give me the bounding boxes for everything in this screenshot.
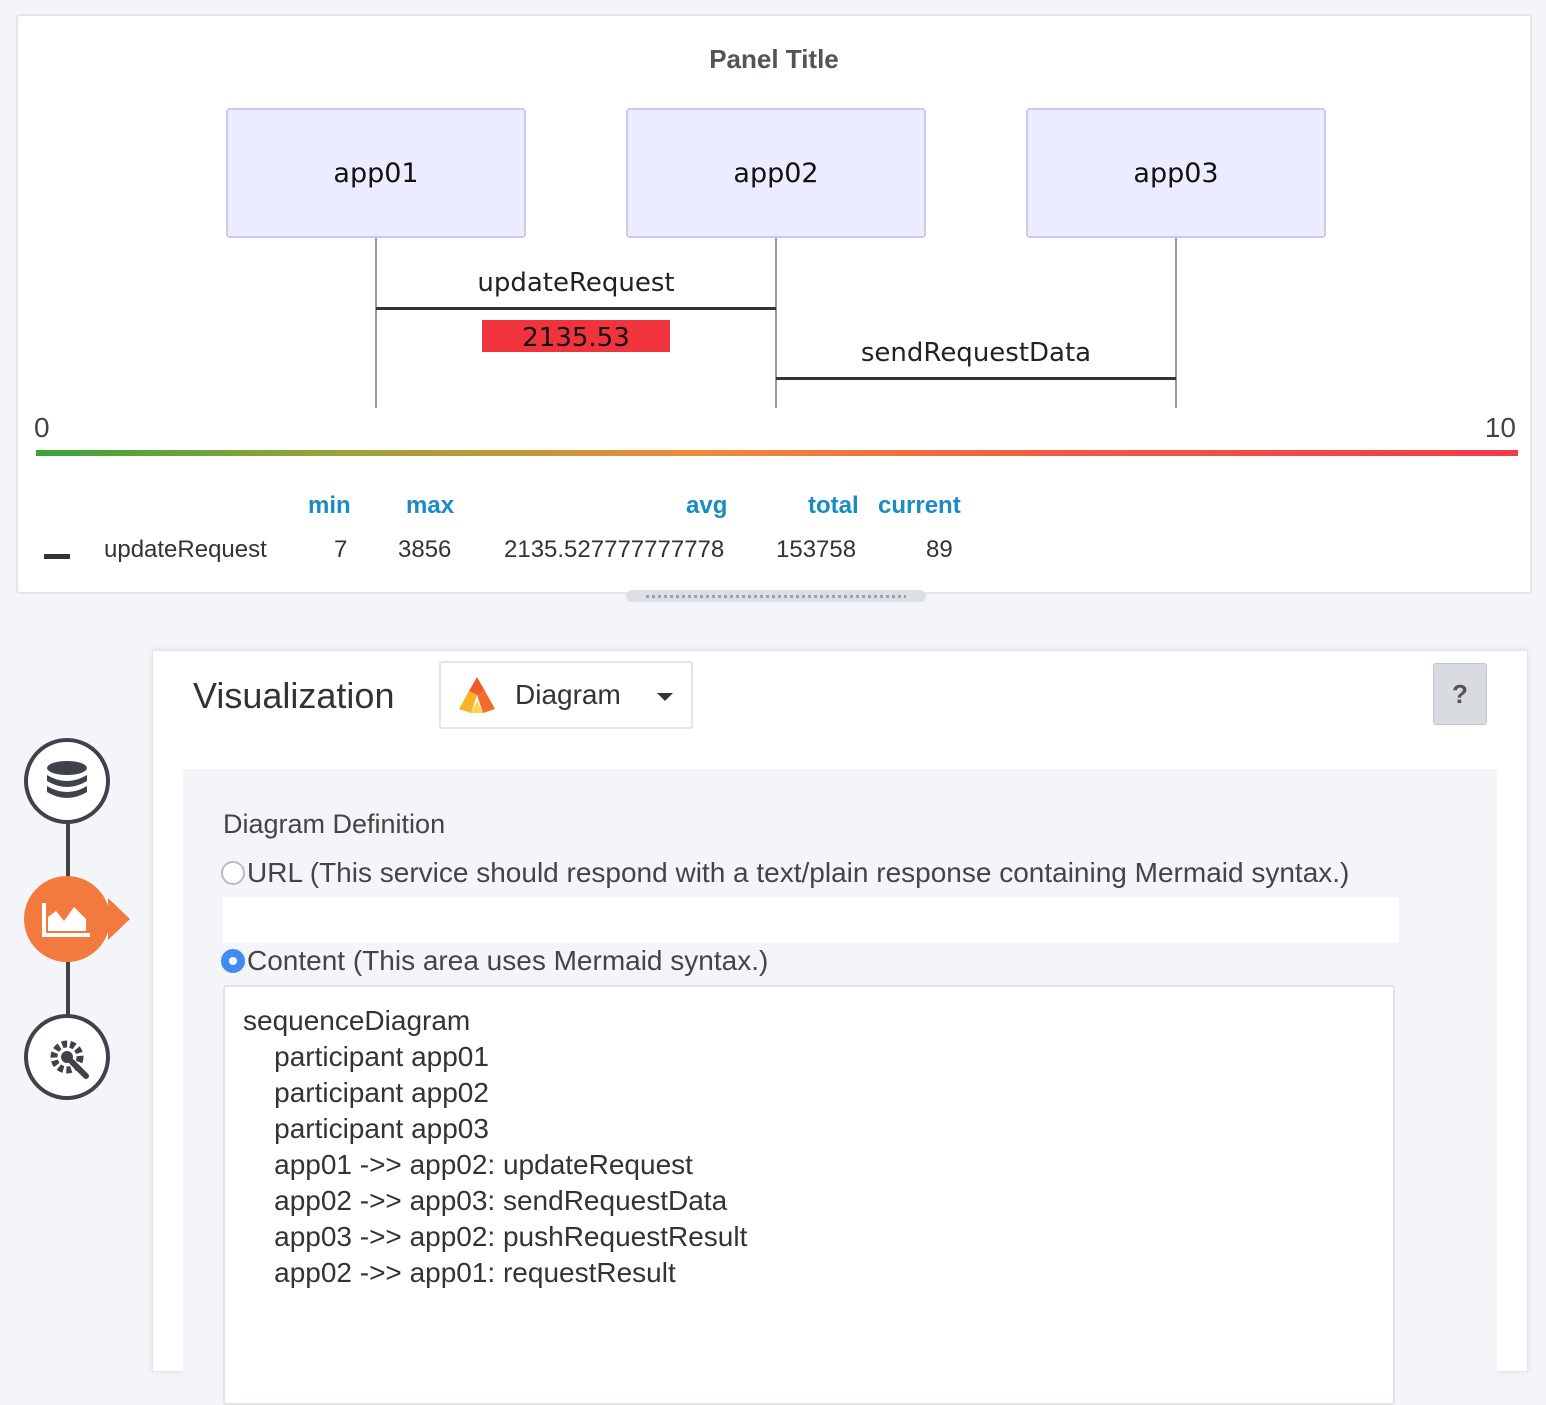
message-arrow-update-request	[376, 307, 776, 310]
legend-series-name[interactable]: updateRequest	[104, 536, 267, 563]
legend-header-current[interactable]: current	[878, 492, 961, 519]
message-label-update-request: updateRequest	[477, 268, 675, 298]
nav-step-general[interactable]	[24, 1014, 110, 1100]
chart-area-icon	[42, 903, 90, 937]
url-radio[interactable]	[221, 861, 245, 885]
legend-header-max[interactable]: max	[406, 492, 455, 519]
lifeline-app01	[375, 238, 377, 408]
panel: Panel Title app01 app02 app03 updateRequ…	[16, 14, 1532, 594]
content-option[interactable]: Content (This area uses Mermaid syntax.)	[221, 945, 768, 977]
diagram-definition-label: Diagram Definition	[223, 809, 446, 839]
scale-max-label: 10	[1484, 412, 1516, 443]
help-button[interactable]: ?	[1433, 663, 1487, 725]
visualization-editor: Visualization Diagram ? Diagram Definiti…	[152, 650, 1528, 1405]
editor-title: Visualization	[193, 675, 395, 716]
url-option-label: URL (This service should respond with a …	[247, 857, 1350, 888]
active-step-pointer	[108, 898, 130, 940]
legend-value-current: 89	[926, 536, 953, 563]
legend-header-avg[interactable]: avg	[686, 492, 728, 519]
legend-header-total[interactable]: total	[808, 492, 859, 519]
participant-app01: app01	[226, 108, 526, 238]
chevron-down-icon	[657, 693, 673, 701]
diagram-plugin-icon	[459, 677, 495, 713]
message-label-send-request-data: sendRequestData	[860, 338, 1092, 368]
nav-connector-2	[66, 962, 70, 1018]
metric-value-box: 2135.53	[482, 320, 670, 353]
url-input[interactable]	[223, 897, 1399, 943]
legend-value-avg: 2135.527777777778	[504, 536, 725, 563]
content-option-label: Content (This area uses Mermaid syntax.)	[247, 945, 769, 976]
color-scale-bar	[36, 450, 1518, 456]
participant-app03: app03	[1026, 108, 1326, 238]
mermaid-content-textarea[interactable]: sequenceDiagram participant app01 partic…	[223, 985, 1395, 1405]
nav-connector-1	[66, 824, 70, 880]
panel-resize-handle[interactable]	[626, 590, 926, 602]
visualization-picker-label: Diagram	[515, 679, 621, 710]
resize-grip	[646, 594, 906, 598]
lifeline-app02	[775, 238, 777, 408]
legend-value-max: 3856	[398, 536, 452, 563]
database-icon	[47, 761, 87, 798]
nav-step-visualization[interactable]	[24, 876, 110, 962]
lifeline-app03	[1175, 238, 1177, 408]
message-arrow-send-request-data	[776, 377, 1176, 380]
legend-header-min[interactable]: min	[308, 492, 351, 519]
gear-wrench-icon	[50, 1040, 89, 1079]
panel-title[interactable]: Panel Title	[709, 44, 839, 74]
legend-value-min: 7	[334, 536, 348, 563]
visualization-picker[interactable]: Diagram	[439, 661, 693, 729]
nav-step-queries[interactable]	[24, 738, 110, 824]
url-option[interactable]: URL (This service should respond with a …	[221, 857, 1349, 889]
legend-series-swatch[interactable]	[44, 554, 70, 559]
scale-min-label: 0	[34, 412, 50, 443]
legend-value-total: 153758	[776, 536, 857, 563]
options-section: Diagram Definition URL (This service sho…	[183, 769, 1497, 1405]
content-radio[interactable]	[221, 949, 245, 973]
participant-app02: app02	[626, 108, 926, 238]
